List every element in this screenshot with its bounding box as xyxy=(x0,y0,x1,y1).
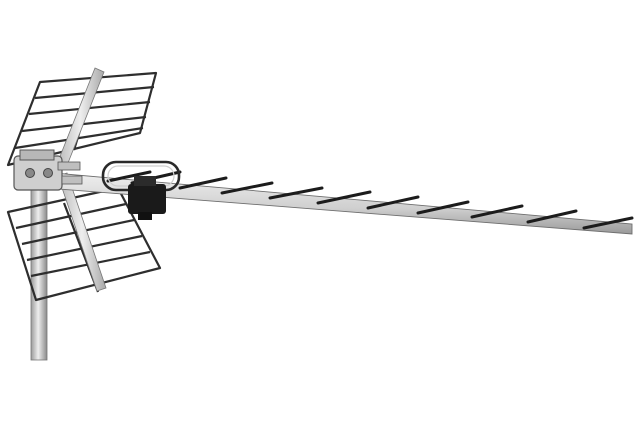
director-element xyxy=(582,216,634,230)
mast-clamp xyxy=(13,149,83,191)
director-element xyxy=(416,200,470,215)
director-element xyxy=(366,195,420,210)
director-element xyxy=(526,209,578,224)
director-element xyxy=(106,170,152,183)
director-element xyxy=(220,181,274,195)
director-element xyxy=(268,186,324,200)
director-element xyxy=(316,190,372,205)
director-element xyxy=(470,204,524,219)
director-element xyxy=(178,176,228,190)
connection-box xyxy=(128,176,166,220)
